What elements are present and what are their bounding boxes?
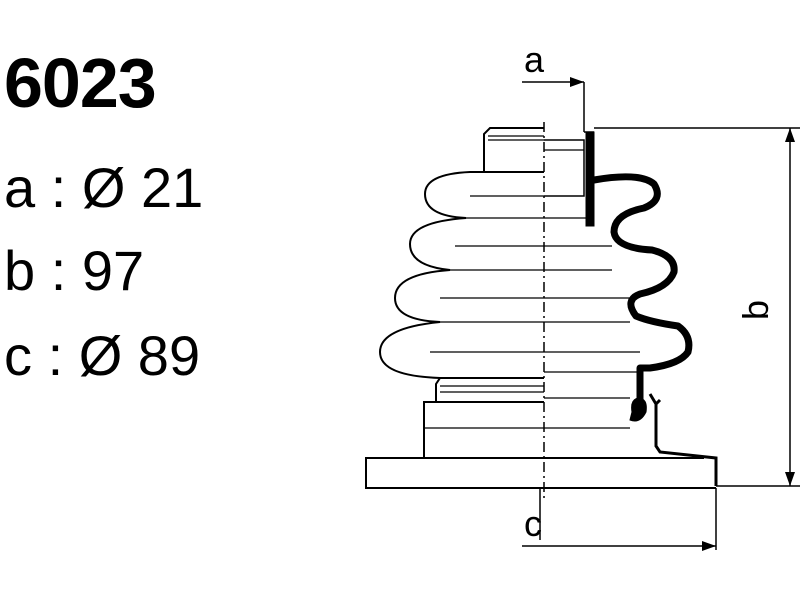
spec-a-separator: : (50, 156, 67, 219)
boot-exterior-view (365, 127, 544, 489)
spec-a-label: a (4, 156, 36, 219)
section-clamp-detail (629, 397, 647, 422)
dimension-c (522, 488, 717, 551)
dimension-b (594, 127, 800, 487)
spec-b-value: 97 (81, 239, 145, 302)
base-step (423, 401, 544, 459)
dimension-a (522, 77, 594, 133)
section-bellows-wall (590, 173, 693, 404)
spec-b-label: b (4, 239, 36, 302)
dimension-a-label: a (524, 39, 545, 80)
base-flange (365, 457, 544, 489)
spec-a-value: Ø 21 (81, 156, 204, 219)
dimension-b-label: b (735, 300, 776, 320)
lower-collar (435, 377, 544, 403)
spec-a: a : Ø 21 (4, 160, 203, 216)
dimension-c-label: c (524, 503, 542, 544)
spec-c-label: c (4, 324, 32, 387)
boot-section-view (544, 131, 718, 489)
spec-c-separator: : (47, 324, 64, 387)
bellows-outline (378, 171, 544, 379)
section-lower-wall (654, 404, 718, 486)
part-number: 6023 (4, 44, 157, 122)
spec-c: c : Ø 89 (4, 328, 200, 384)
spec-b-separator: : (50, 239, 67, 302)
spec-b: b : 97 (4, 243, 144, 299)
neck-collar (483, 127, 544, 173)
spec-c-value: Ø 89 (78, 324, 201, 387)
